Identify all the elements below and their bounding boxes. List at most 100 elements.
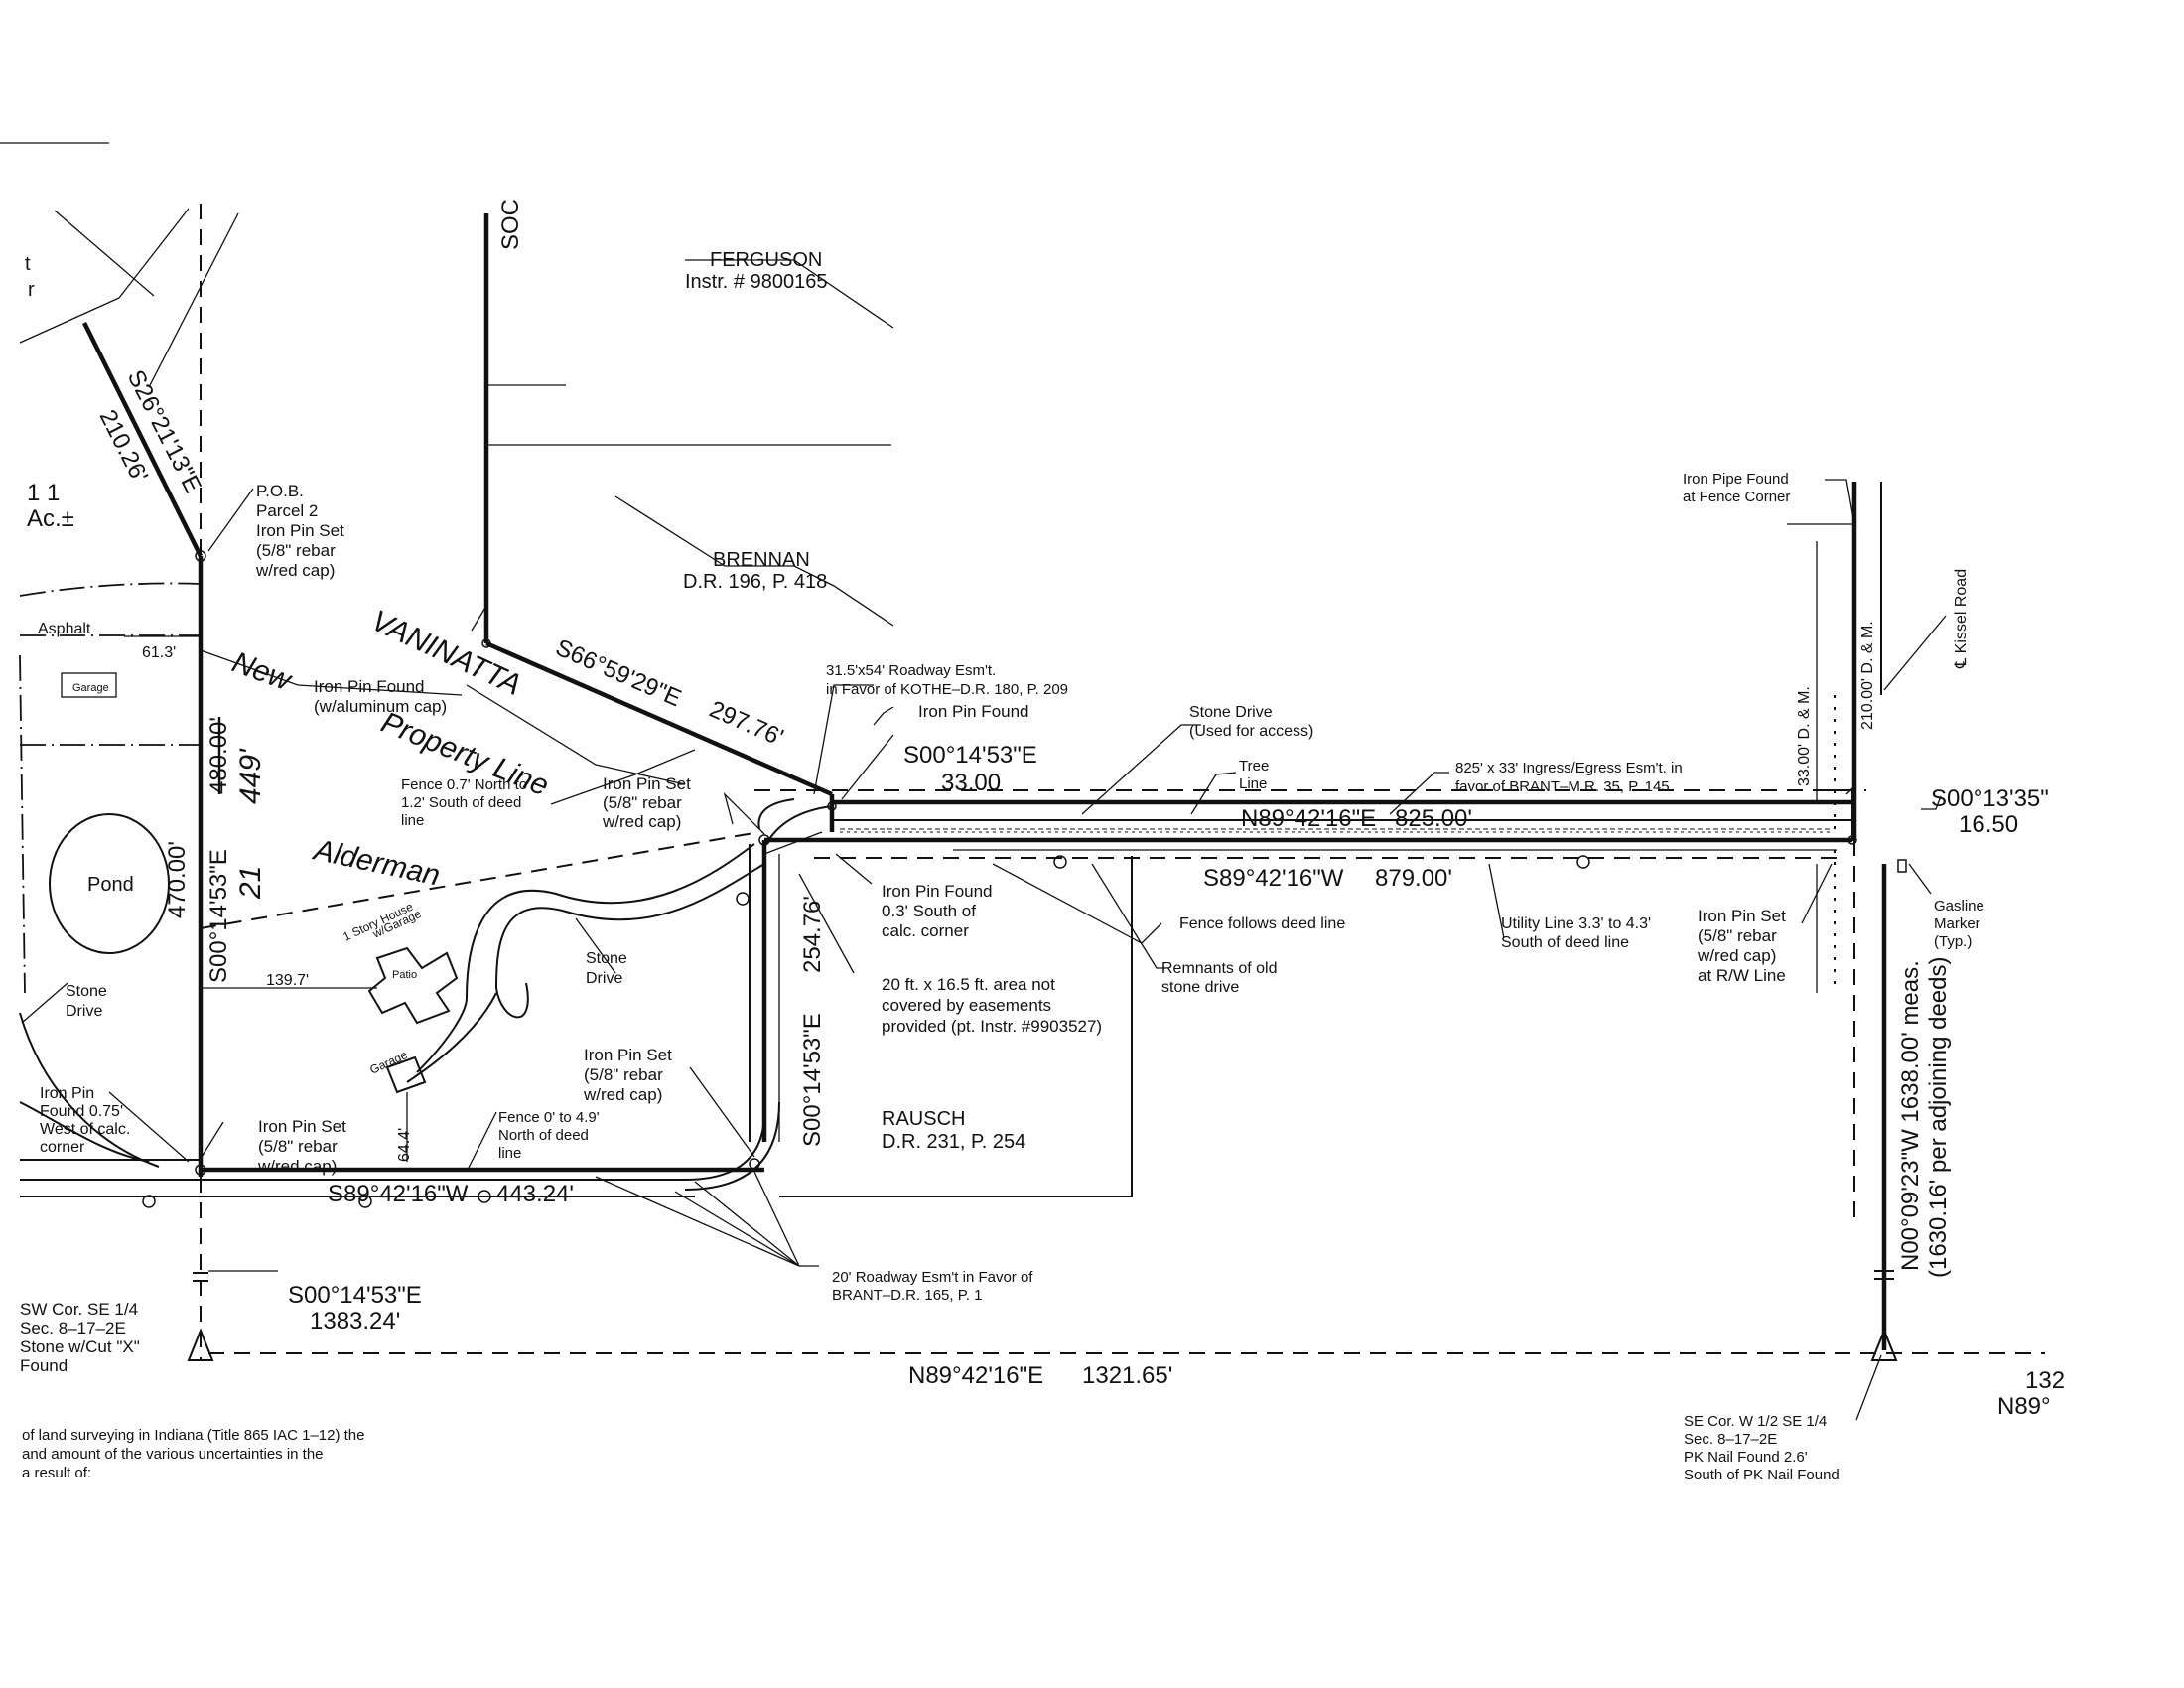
note-line: (5/8" rebar	[1698, 926, 1777, 945]
survey-symbols	[142, 550, 1907, 1208]
note-iron-found-top: Iron Pin Found	[918, 702, 1029, 721]
pin-marker-top	[827, 801, 837, 811]
note-line: 20 ft. x 16.5 ft. area not	[882, 975, 1055, 994]
leader-lines	[21, 259, 1942, 1421]
pole-symbol-1	[142, 1195, 156, 1208]
top-bearing: S00°14'53"E	[903, 742, 1037, 769]
note-line: Fence 0.7' North to	[401, 776, 527, 793]
note-remnants: Remnants of old stone drive	[1161, 960, 1278, 996]
note-line: w/red cap)	[583, 1085, 662, 1104]
note-line: corner	[40, 1139, 85, 1156]
soc-label: SOC	[497, 199, 524, 250]
stone-drive-west-1: Stone	[66, 983, 107, 1000]
west-distance: 470.00'	[164, 841, 191, 918]
east-distance: 16.50	[1959, 811, 2018, 838]
note-line: (5/8" rebar	[584, 1065, 663, 1084]
stone-drive-row	[840, 828, 1833, 833]
east-bearing: S00°13'35"	[1931, 785, 2049, 812]
pin-marker-east	[1847, 835, 1857, 845]
lot-label-1: 1 1	[27, 480, 60, 506]
edge-label-1: t	[25, 253, 31, 275]
south-line-bearing: S89°42'16"W	[1203, 865, 1344, 892]
pin-marker-nw	[481, 638, 491, 648]
note-line: Utility Line 3.3' to 4.3'	[1501, 915, 1651, 932]
note-line: North of deed	[498, 1127, 589, 1144]
note-line: Iron Pin Set	[1698, 907, 1786, 925]
note-line: calc. corner	[882, 921, 969, 940]
rausch-dr: D.R. 231, P. 254	[882, 1131, 1025, 1153]
west-bearing: S00°14'53"E	[205, 849, 232, 983]
pin-marker-sc	[749, 1158, 760, 1170]
pin-marker-sw	[195, 1164, 206, 1176]
north-line-distance: 825.00'	[1395, 805, 1472, 832]
note-line: South of deed line	[1501, 934, 1629, 951]
note-line: Sec. 8–17–2E	[20, 1319, 126, 1337]
note-line: Parcel 2	[256, 501, 318, 520]
dim-64: 64.4'	[396, 1128, 413, 1162]
patio-label: Patio	[392, 969, 417, 981]
note-line: line	[401, 812, 424, 829]
dm-210: 210.00' D. & M.	[1859, 621, 1876, 730]
sw-distance: 1383.24'	[310, 1308, 400, 1335]
ferguson-instr: Instr. # 9800165	[685, 271, 827, 293]
pole-symbol-2	[358, 1195, 372, 1208]
east-deeds: (1630.16' per adjoining deeds)	[1925, 957, 1952, 1278]
note-line: at R/W Line	[1698, 966, 1786, 985]
note-line: Fence follows deed line	[1179, 915, 1345, 932]
garage-west-label: Garage	[72, 682, 109, 694]
note-line: Fence 0' to 4.9'	[498, 1109, 600, 1126]
kissel-road-label: ℄ Kissel Road	[1953, 569, 1970, 669]
note-line: stone drive	[1161, 979, 1239, 996]
asphalt-label: Asphalt	[38, 621, 91, 637]
note-line: Stone Drive	[1189, 704, 1273, 721]
note-line: (Typ.)	[1934, 933, 1972, 950]
note-line: Iron Pin Set	[258, 1117, 346, 1136]
bottom-bearing: S89°42'16"W	[328, 1181, 469, 1207]
mid-bearing: S00°14'53"E	[799, 1013, 826, 1147]
note-line: (5/8" rebar	[603, 793, 682, 812]
note-line: Iron Pin Found	[314, 677, 425, 696]
brennan-name: BRENNAN	[713, 549, 810, 571]
handwritten-new: New	[228, 646, 298, 698]
south-line-distance: 879.00'	[1375, 865, 1452, 892]
note-line: w/red cap)	[602, 812, 681, 831]
note-line: 31.5'x54' Roadway Esm't.	[826, 662, 996, 679]
note-line: w/red cap)	[257, 1157, 337, 1176]
note-roadway-kothe: 31.5'x54' Roadway Esm't.in Favor of KOTH…	[826, 662, 1068, 698]
top-distance: 33.00	[941, 770, 1001, 796]
note-line: Stone w/Cut "X"	[20, 1337, 140, 1356]
note-fence-follows: Fence follows deed line	[1179, 915, 1345, 932]
note-line: Remnants of old	[1161, 960, 1278, 977]
note-line: Found 0.75'	[40, 1103, 123, 1120]
note-line: South of PK Nail Found	[1684, 1467, 1840, 1483]
note-line: SW Cor. SE 1/4	[20, 1300, 138, 1319]
note-line: Tree	[1239, 758, 1269, 774]
note-line: (Used for access)	[1189, 723, 1313, 740]
stone-drive-center-1: Stone	[586, 950, 627, 967]
note-line: line	[498, 1145, 521, 1162]
note-line: at Fence Corner	[1683, 489, 1790, 505]
west-old-distance: 480.00'	[205, 717, 232, 794]
note-line: BRANT–D.R. 165, P. 1	[832, 1287, 982, 1304]
pin-marker-mid	[758, 834, 770, 846]
dim-139: 139.7'	[266, 972, 309, 989]
dim-61: 61.3'	[142, 644, 176, 661]
note-line: (5/8" rebar	[256, 541, 336, 560]
note-line: of land surveying in Indiana (Title 865 …	[22, 1427, 364, 1444]
note-line: covered by easements	[882, 996, 1051, 1015]
bearings-distances: S26°21'13"E 210.26' S66°59'29"E 297.76' …	[94, 365, 2065, 1420]
note-line: Line	[1239, 775, 1267, 792]
stone-drive-center-2: Drive	[586, 970, 622, 987]
note-line: Iron Pin Set	[603, 774, 691, 793]
bottom-distance: 443.24'	[496, 1181, 574, 1207]
